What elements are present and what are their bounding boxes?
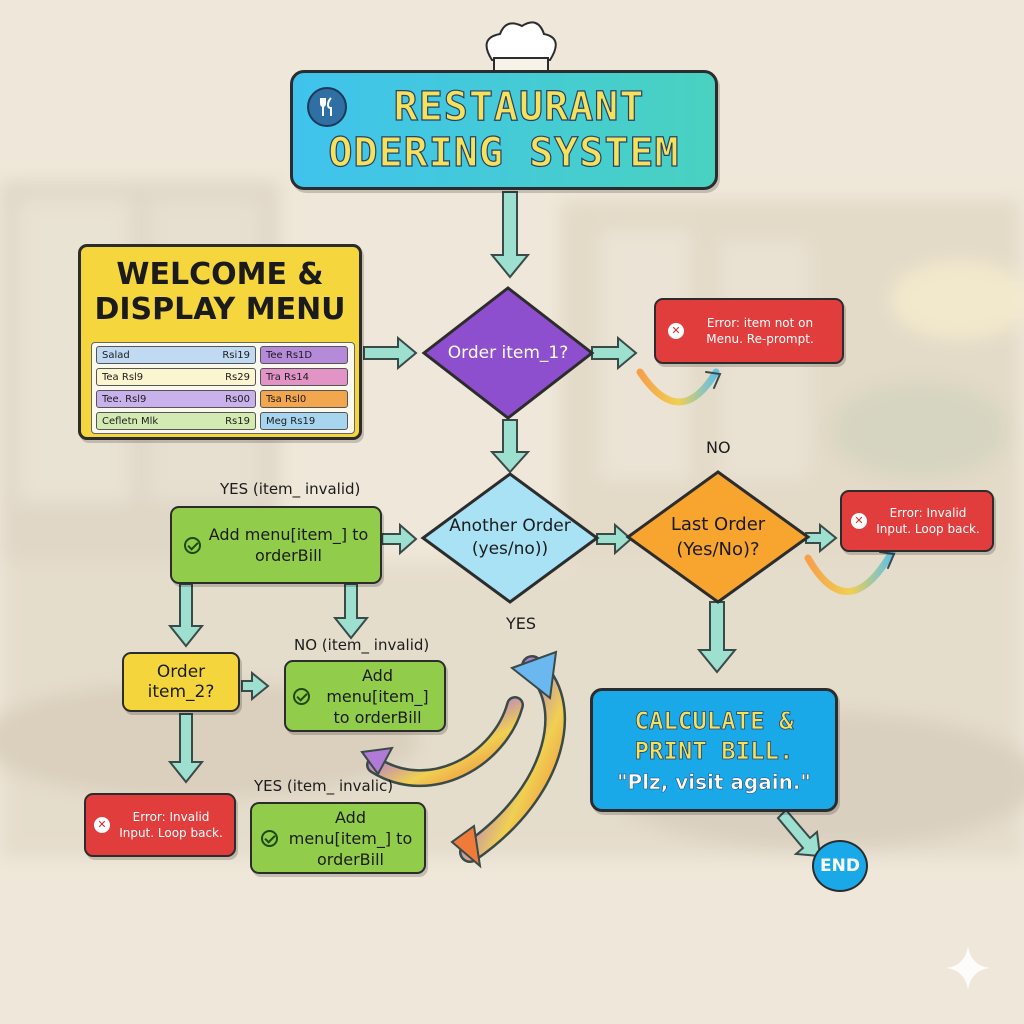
add-box-3: Add menu[item_] to orderBill	[250, 802, 426, 874]
loop-arrow-error2	[804, 548, 896, 595]
decision-order2-box: Order item_2?	[122, 652, 240, 712]
add-3-text: Add menu[item_] to orderBill	[288, 807, 413, 869]
arrow-add1-to-another	[381, 522, 418, 556]
arrow-order2-to-add2	[241, 670, 270, 702]
error-box-3: ✕ Error: Invalid Input. Loop back.	[84, 793, 236, 857]
decision-order2-label: Order item_2?	[147, 662, 215, 702]
error-box-1: ✕ Error: item not on Menu. Re-prompt.	[654, 298, 844, 364]
arrow-add1-to-order2	[167, 583, 205, 648]
add-2-text: Add menu[item_] to orderBill	[326, 665, 429, 727]
check-icon	[260, 829, 278, 847]
arrow-add1-to-add2	[332, 583, 370, 640]
calc-box: CALCULATE & PRINT BILL. "Plz, visit agai…	[590, 688, 838, 812]
x-circle-icon: ✕	[668, 323, 684, 339]
x-circle-icon: ✕	[851, 513, 867, 529]
title-box: RESTAURANT ODERING SYSTEM	[290, 70, 718, 190]
decision-order1-shape	[421, 286, 595, 420]
label-no: NO	[706, 438, 731, 457]
arrow-calc-to-end	[776, 808, 822, 858]
menu-item: Tsa Rsl0	[260, 390, 348, 408]
title-line2: ODERING SYSTEM	[328, 129, 680, 176]
arrow-another-to-last	[596, 522, 633, 556]
add-box-1: Add menu[item_] to orderBill	[170, 506, 382, 584]
welcome-line1: WELCOME &	[116, 257, 324, 292]
chef-hat-icon	[485, 21, 557, 75]
loop-arrow-small	[360, 696, 524, 788]
end-node: END	[812, 840, 868, 892]
arrow-order1-to-another	[489, 419, 531, 474]
menu-item: Tra Rs14	[260, 368, 348, 386]
check-icon	[292, 687, 310, 705]
title-line1: RESTAURANT	[393, 83, 645, 130]
check-icon	[183, 536, 201, 554]
add-1-text: Add menu[item_] to orderBill	[208, 525, 369, 565]
loop-arrow-big	[450, 650, 567, 869]
calc-line2: PRINT BILL.	[634, 737, 794, 766]
error-3-text: Error: Invalid Input. Loop back.	[119, 810, 223, 840]
decision-another-shape	[420, 472, 600, 604]
arrow-order2-to-error3	[167, 713, 205, 784]
arrow-order1-to-error1	[591, 335, 638, 371]
error-box-2: ✕ Error: Invalid Input. Loop back.	[840, 490, 994, 552]
label-yes-invalid-2: YES (item_ invalic)	[254, 777, 394, 795]
arrow-last-to-error2	[805, 522, 838, 554]
decision-last-shape	[625, 470, 811, 604]
label-yes: YES	[506, 614, 537, 633]
label-yes-invalid-1: YES (item_ invalid)	[220, 480, 361, 498]
error-1-text: Error: item not on Menu. Re-prompt.	[706, 316, 814, 346]
decision-another-label: Another Order (yes/no))	[449, 516, 571, 559]
menu-item: Meg Rs19	[260, 412, 348, 430]
arrow-welcome-to-order1	[363, 335, 418, 371]
end-label: END	[820, 856, 860, 876]
decision-order1-label: Order item_1?	[447, 343, 569, 363]
error-2-text: Error: Invalid Input. Loop back.	[876, 506, 980, 536]
menu-item: Tee Rs1D	[260, 346, 348, 364]
arrow-title-to-order1	[489, 191, 531, 279]
sparkle-icon	[946, 946, 990, 990]
arrow-last-to-calc	[696, 601, 738, 674]
decision-last-label: Last Order (Yes/No)?	[670, 514, 766, 560]
calc-line1: CALCULATE &	[634, 707, 794, 736]
x-circle-icon: ✕	[94, 817, 110, 833]
add-box-2: Add menu[item_] to orderBill	[284, 660, 446, 732]
loop-arrow-error1	[636, 368, 720, 406]
fork-spoon-icon	[307, 87, 347, 127]
welcome-line2: DISPLAY MENU	[94, 292, 346, 327]
label-no-invalid: NO (item_ invalid)	[294, 636, 430, 654]
calc-line3: "Plz, visit again."	[617, 770, 811, 795]
